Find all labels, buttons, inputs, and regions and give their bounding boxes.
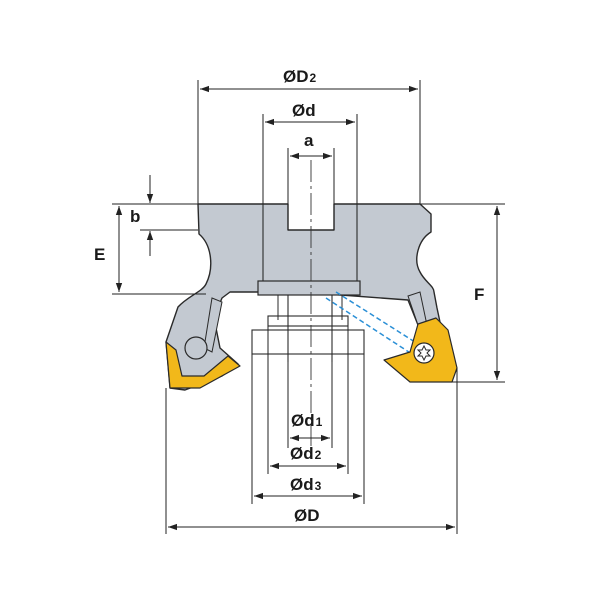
left-insert [165, 341, 241, 389]
hub-step-2 [267, 315, 349, 327]
label-d1: Ød1 [291, 411, 323, 430]
label-D: ØD [294, 506, 320, 525]
cutter-body [165, 203, 448, 391]
label-d: Ød [292, 101, 316, 120]
hub-step-3 [251, 329, 365, 355]
label-d2: Ød2 [290, 444, 322, 463]
torx-icon [416, 344, 432, 362]
label-a: a [304, 131, 314, 150]
left-screw-hole [184, 336, 208, 360]
label-D2: ØD2 [283, 67, 317, 86]
coolant-channel-2 [335, 291, 427, 350]
insert-screw [413, 342, 435, 364]
label-F: F [474, 285, 484, 304]
label-b: b [130, 207, 140, 226]
hub-step-1 [257, 280, 361, 296]
label-E: E [94, 245, 105, 264]
label-d3: Ød3 [290, 475, 322, 494]
coolant-channel-1 [325, 297, 419, 359]
left-pocket [203, 297, 223, 353]
